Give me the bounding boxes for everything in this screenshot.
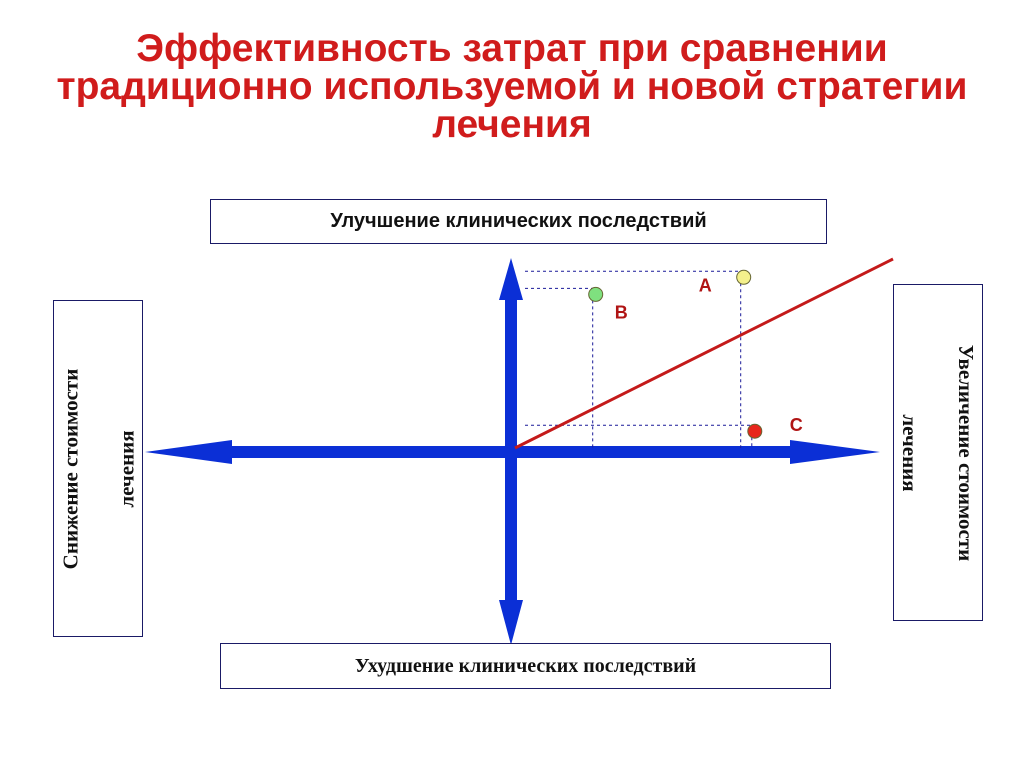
point-label-c: C xyxy=(790,415,803,435)
axis-label-left: Снижение стоимости лечения xyxy=(53,300,143,637)
point-a xyxy=(736,269,752,285)
point-c xyxy=(747,423,763,439)
axis-label-top: Улучшение клинических последствий xyxy=(210,199,827,244)
axis-label-left-text: Снижение стоимости лечения xyxy=(28,368,168,569)
axis-label-right-text: Увеличение стоимости лечения xyxy=(868,344,1008,560)
axis-label-left-line-1: Снижение стоимости xyxy=(58,368,83,569)
point-label-b: B xyxy=(615,302,628,322)
point-label-a: A xyxy=(699,275,712,295)
point-b xyxy=(588,286,604,302)
threshold-line xyxy=(514,257,894,450)
axis-label-bottom: Ухудшение клинических последствий xyxy=(220,643,831,689)
vertical-axis-arrow xyxy=(499,258,523,645)
axis-label-top-text: Улучшение клинических последствий xyxy=(330,210,707,232)
points-layer: A B C xyxy=(588,269,803,439)
guide-lines xyxy=(525,270,753,448)
axis-label-bottom-text: Ухудшение клинических последствий xyxy=(354,654,697,677)
axis-label-left-line-2: лечения xyxy=(114,429,139,508)
axis-label-right-line-1: Увеличение стоимости xyxy=(954,344,979,561)
axis-label-right: Увеличение стоимости лечения xyxy=(893,284,983,621)
page-title: Эффективность затрат при сравнении тради… xyxy=(56,27,968,146)
axis-label-right-line-2: лечения xyxy=(898,413,923,492)
